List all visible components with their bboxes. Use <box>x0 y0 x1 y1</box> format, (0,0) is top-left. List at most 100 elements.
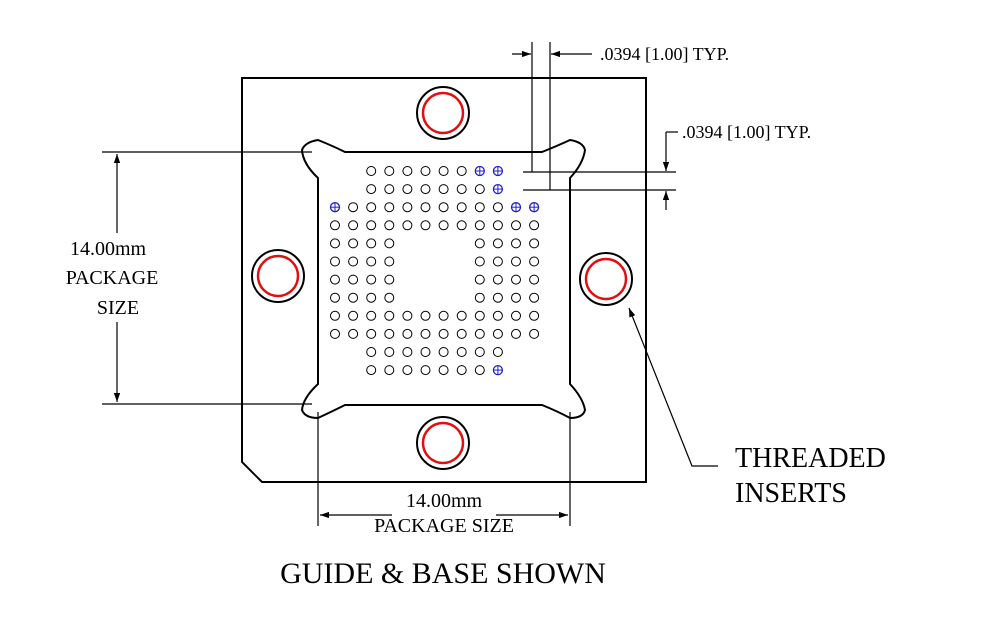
pin <box>529 220 540 231</box>
top-pitch-label: .0394 [1.00] TYP. <box>600 44 729 64</box>
pin <box>456 220 467 231</box>
pin <box>366 220 377 231</box>
pin <box>330 328 340 339</box>
pin <box>330 292 340 303</box>
pin <box>384 238 395 249</box>
pin <box>402 202 413 213</box>
insert-bottom <box>416 416 470 470</box>
pin <box>366 166 377 176</box>
pin <box>438 347 449 357</box>
vertical-size-label-2: SIZE <box>97 297 139 319</box>
pin <box>438 328 449 339</box>
pin <box>529 256 540 267</box>
pin <box>348 220 359 231</box>
pin <box>420 166 431 176</box>
pin <box>492 347 503 357</box>
pin <box>366 310 377 321</box>
pin <box>511 274 521 285</box>
threaded-inserts-label-2: INSERTS <box>735 478 847 509</box>
pin <box>384 274 395 285</box>
marked-pin <box>492 183 504 195</box>
pin <box>456 166 467 176</box>
pin <box>330 256 340 267</box>
pin <box>366 365 377 376</box>
pin <box>456 347 467 357</box>
pin <box>529 274 540 285</box>
pin <box>384 220 395 231</box>
pin <box>492 202 503 213</box>
pin <box>348 274 359 285</box>
pin <box>438 202 449 213</box>
horizontal-size-dimension <box>317 412 571 526</box>
pin <box>420 328 431 339</box>
pin <box>492 328 503 339</box>
guide-outline <box>300 138 587 420</box>
pin <box>420 365 431 376</box>
vertical-size-dimension <box>102 151 312 405</box>
pin <box>474 220 485 231</box>
pin <box>474 310 485 321</box>
pin <box>402 365 413 376</box>
pin <box>492 274 503 285</box>
pin <box>529 292 540 303</box>
threaded-inserts-label-1: THREADED <box>735 443 886 474</box>
pin <box>384 184 395 195</box>
pin <box>348 238 359 249</box>
pin <box>492 238 503 249</box>
pin <box>420 184 431 195</box>
pin <box>348 202 359 213</box>
pin <box>474 256 485 267</box>
pin <box>384 310 395 321</box>
pin <box>474 292 485 303</box>
pin <box>402 166 413 176</box>
insert-left <box>251 249 305 303</box>
vertical-size-value: 14.00mm <box>70 238 147 260</box>
marked-pin <box>474 165 485 177</box>
pin <box>456 310 467 321</box>
pin <box>438 184 449 195</box>
pin <box>366 202 377 213</box>
pin <box>456 365 467 376</box>
pin <box>348 292 359 303</box>
pin <box>529 238 540 249</box>
pin <box>474 274 485 285</box>
pin <box>366 292 377 303</box>
drawing-title: GUIDE & BASE SHOWN <box>280 557 606 590</box>
pin <box>438 220 449 231</box>
pin <box>384 328 395 339</box>
pin-grid <box>329 165 540 376</box>
pin <box>420 202 431 213</box>
pin <box>420 347 431 357</box>
pin <box>474 347 485 357</box>
pin <box>366 184 377 195</box>
pin <box>492 220 503 231</box>
pin <box>420 220 431 231</box>
pin <box>384 347 395 357</box>
pin <box>366 347 377 357</box>
pin <box>492 292 503 303</box>
pin <box>348 310 359 321</box>
pin <box>529 328 540 339</box>
marked-pin <box>329 202 341 213</box>
pin <box>384 256 395 267</box>
pin <box>366 328 377 339</box>
pin <box>492 256 503 267</box>
pin <box>330 274 340 285</box>
pin <box>511 220 521 231</box>
pin <box>474 365 485 376</box>
threaded-inserts-leader <box>628 307 718 467</box>
pin <box>474 328 485 339</box>
top-pitch-dimension <box>512 42 592 190</box>
insert-top <box>416 86 470 140</box>
pin <box>438 365 449 376</box>
pin <box>511 310 521 321</box>
horizontal-size-label: PACKAGE SIZE <box>374 515 514 537</box>
pin <box>384 166 395 176</box>
pin <box>456 184 467 195</box>
pin <box>402 310 413 321</box>
pin <box>402 220 413 231</box>
pin <box>529 310 540 321</box>
pin <box>348 256 359 267</box>
pin <box>402 184 413 195</box>
